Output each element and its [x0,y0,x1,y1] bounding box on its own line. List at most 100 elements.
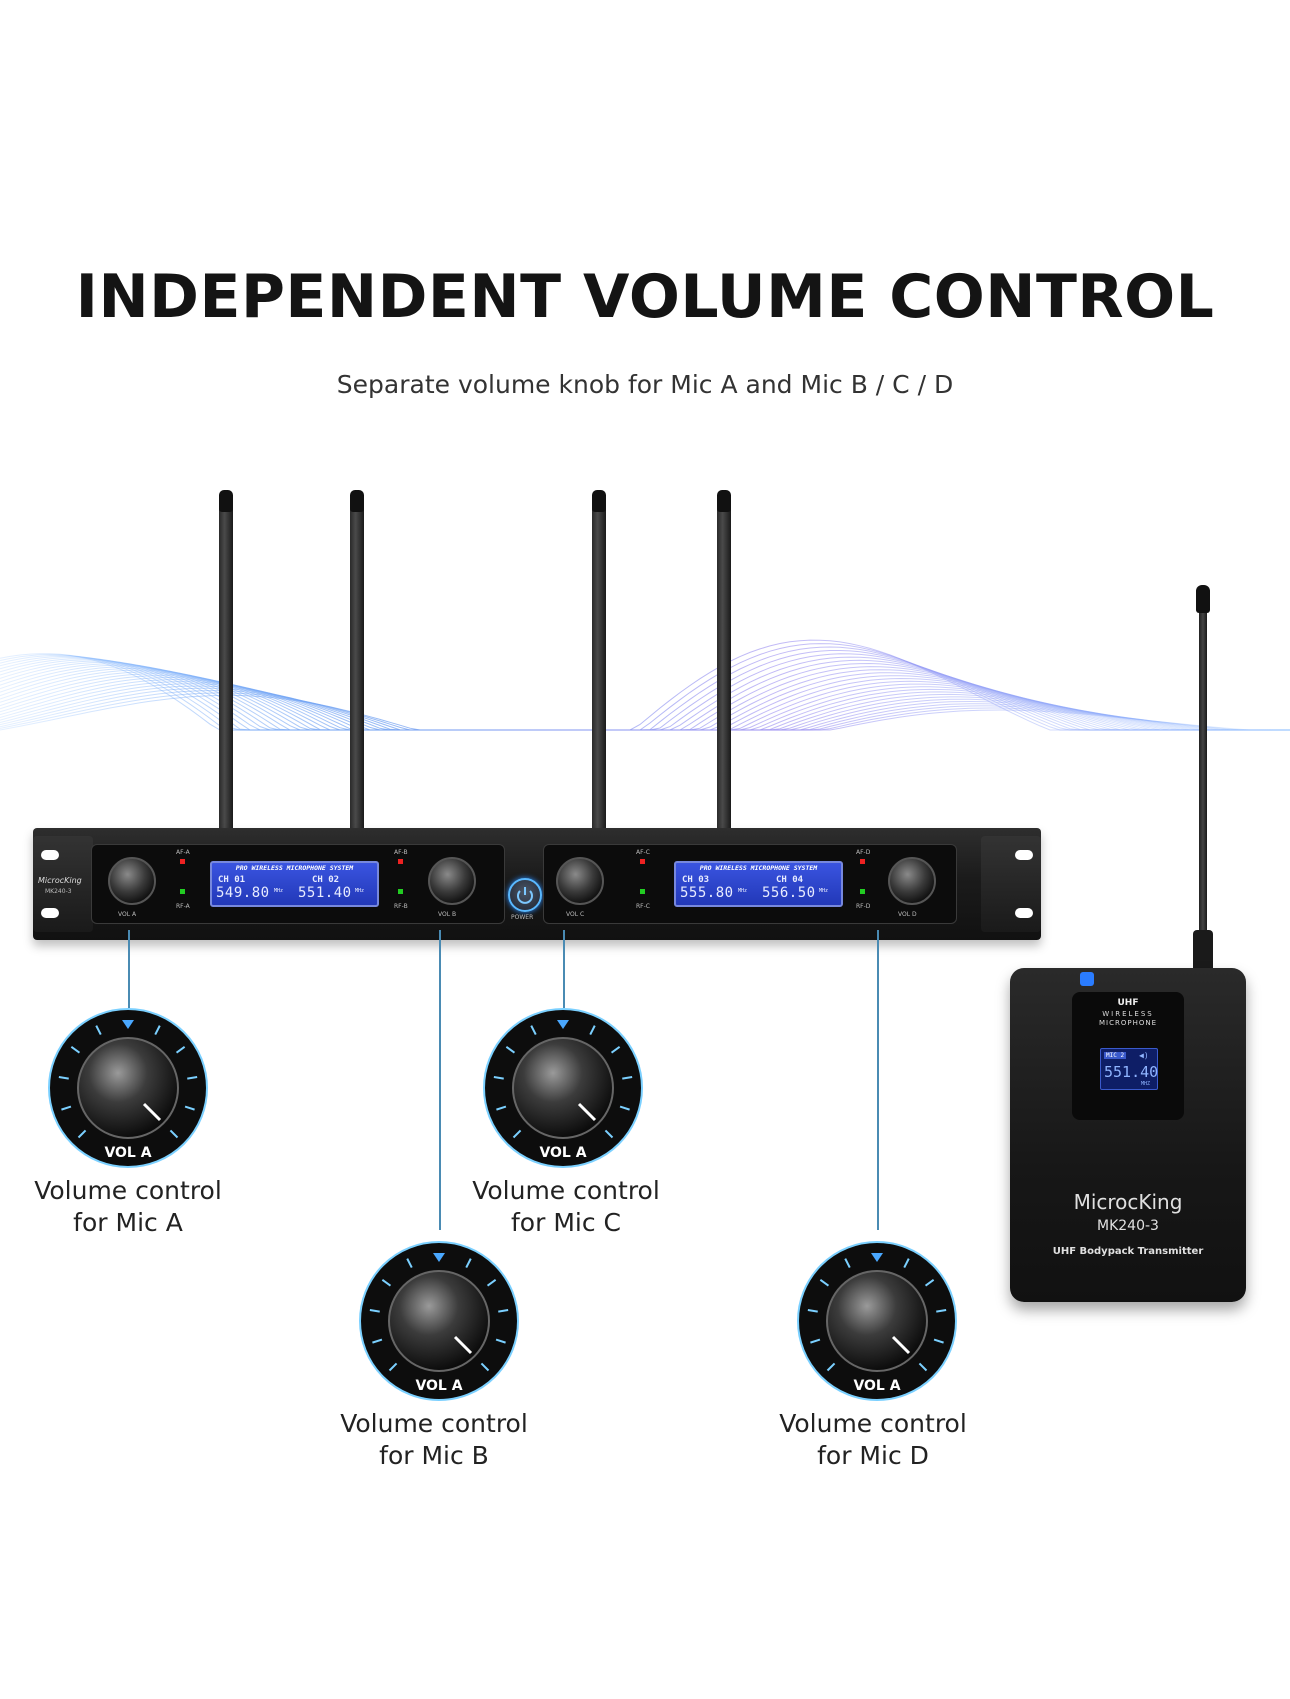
callout-line-c [563,930,565,1008]
knob-cap [77,1037,179,1139]
transmitter-power-button[interactable] [1080,972,1094,986]
knob-pointer [557,1020,569,1029]
callout-line2: for Mic B [379,1441,489,1470]
callout-mic-a: VOL A [48,1008,208,1172]
knob-cap [512,1037,614,1139]
transmitter-description: UHF Bodypack Transmitter [1052,1246,1204,1257]
tx-lcd-frequency: 551.40 [1104,1063,1159,1081]
knob-tick [933,1338,944,1344]
vol-c-label: VOL C [566,911,585,918]
callout-line2: for Mic D [817,1441,929,1470]
callout-text-mic-d: Volume control for Mic D [763,1408,983,1472]
knob-tick [819,1279,830,1287]
knob-tick [388,1362,398,1372]
transmitter-brand: MicrocKing [1073,1190,1183,1214]
knob-tick [372,1338,383,1344]
af-c-led [640,859,645,864]
volume-knob-d[interactable] [888,857,936,905]
knob-tick [465,1258,472,1268]
volume-knob-a[interactable] [108,857,156,905]
lcd-channel: CH 03 [682,875,710,885]
callout-text-mic-a: Volume control for Mic A [18,1175,238,1239]
knob-tick [604,1129,614,1139]
transmitter-lcd: MIC 2 ◀) 551.40 MHZ [1100,1048,1158,1090]
volume-knob-b[interactable] [428,857,476,905]
wave-line [0,679,1290,731]
knob-tick [175,1046,186,1054]
af-a-label: AF-A [176,849,190,856]
callout-line-d [877,930,879,1230]
subheadline: Separate volume knob for Mic A and Mic B… [336,370,954,399]
rack-hole [41,850,59,860]
antenna-cap-4 [717,490,731,512]
transmitter-antenna-base [1193,930,1213,972]
knob-pointer [433,1253,445,1262]
lcd-channel: CH 04 [776,875,804,885]
receiver-model: MK240-3 [45,888,72,895]
knob-tick [498,1309,509,1313]
knob-cap [388,1270,490,1372]
transmitter-screen-frame: UHF WIRELESS MICROPHONE MIC 2 ◀) 551.40 … [1072,992,1184,1120]
tx-microphone: MICROPHONE [1098,1019,1158,1027]
knob-tick [610,1046,621,1054]
knob-tick [496,1105,507,1111]
knob-tick [406,1258,413,1268]
knob-tick [495,1338,506,1344]
lcd-frequency: 551.40 [298,885,352,901]
knob-indicator [577,1102,597,1122]
knob-indicator [891,1335,911,1355]
lcd-unit: MHz [274,888,284,894]
rf-d-label: RF-D [856,903,871,910]
knob-tick [924,1279,935,1287]
antenna-cap-1 [219,490,233,512]
knob-cap [826,1270,928,1372]
knob-tick [493,1076,504,1080]
knob-label: VOL A [539,1145,587,1161]
rf-c-led [640,889,645,894]
callout-line1: Volume control [779,1409,967,1438]
knob-glow [48,1008,208,1168]
volume-knob-icon [48,1008,208,1168]
rf-d-led [860,889,865,894]
af-c-label: AF-C [636,849,650,856]
knob-tick [154,1025,161,1035]
knob-tick [58,1076,69,1080]
lcd-display-2: PRO WIRELESS MICROPHONE SYSTEM CH 03 CH … [674,861,843,907]
power-button[interactable] [508,878,542,912]
knob-tick [918,1362,928,1372]
transmitter-antenna-tip [1196,585,1210,613]
knob-tick [622,1076,633,1080]
antenna-3 [592,500,606,830]
callout-text-mic-c: Volume control for Mic C [456,1175,676,1239]
lcd-frequency: 549.80 [216,885,270,901]
transmitter-model: MK240-3 [1097,1218,1159,1234]
front-panel-left: VOL A AF-A RF-A PRO WIRELESS MICROPHONE … [91,844,505,924]
lcd-unit: MHz [819,888,829,894]
callout-text-mic-b: Volume control for Mic B [324,1408,544,1472]
af-b-label: AF-B [394,849,408,856]
rack-hole [41,908,59,918]
antenna-4 [717,500,731,830]
power-icon [517,887,533,904]
callout-line1: Volume control [340,1409,528,1438]
knob-tick [530,1025,537,1035]
speaker-icon: ◀) [1139,1051,1149,1060]
knob-tick [187,1076,198,1080]
knob-indicator [453,1335,473,1355]
power-label: POWER [511,914,534,921]
rf-b-label: RF-B [394,903,408,910]
knob-label: VOL A [415,1378,463,1394]
volume-knob-c[interactable] [556,857,604,905]
sound-wave-graphic [0,639,1290,731]
tx-wireless: WIRELESS [1102,1010,1154,1018]
rf-a-label: RF-A [176,903,190,910]
knob-tick [619,1105,630,1111]
knob-indicator [142,1102,162,1122]
rack-ear-right [981,836,1041,932]
knob-tick [486,1279,497,1287]
rf-a-led [180,889,185,894]
callout-mic-b: VOL A [359,1241,519,1405]
antenna-cap-3 [592,490,606,512]
af-a-led [180,859,185,864]
vol-d-label: VOL D [898,911,917,918]
